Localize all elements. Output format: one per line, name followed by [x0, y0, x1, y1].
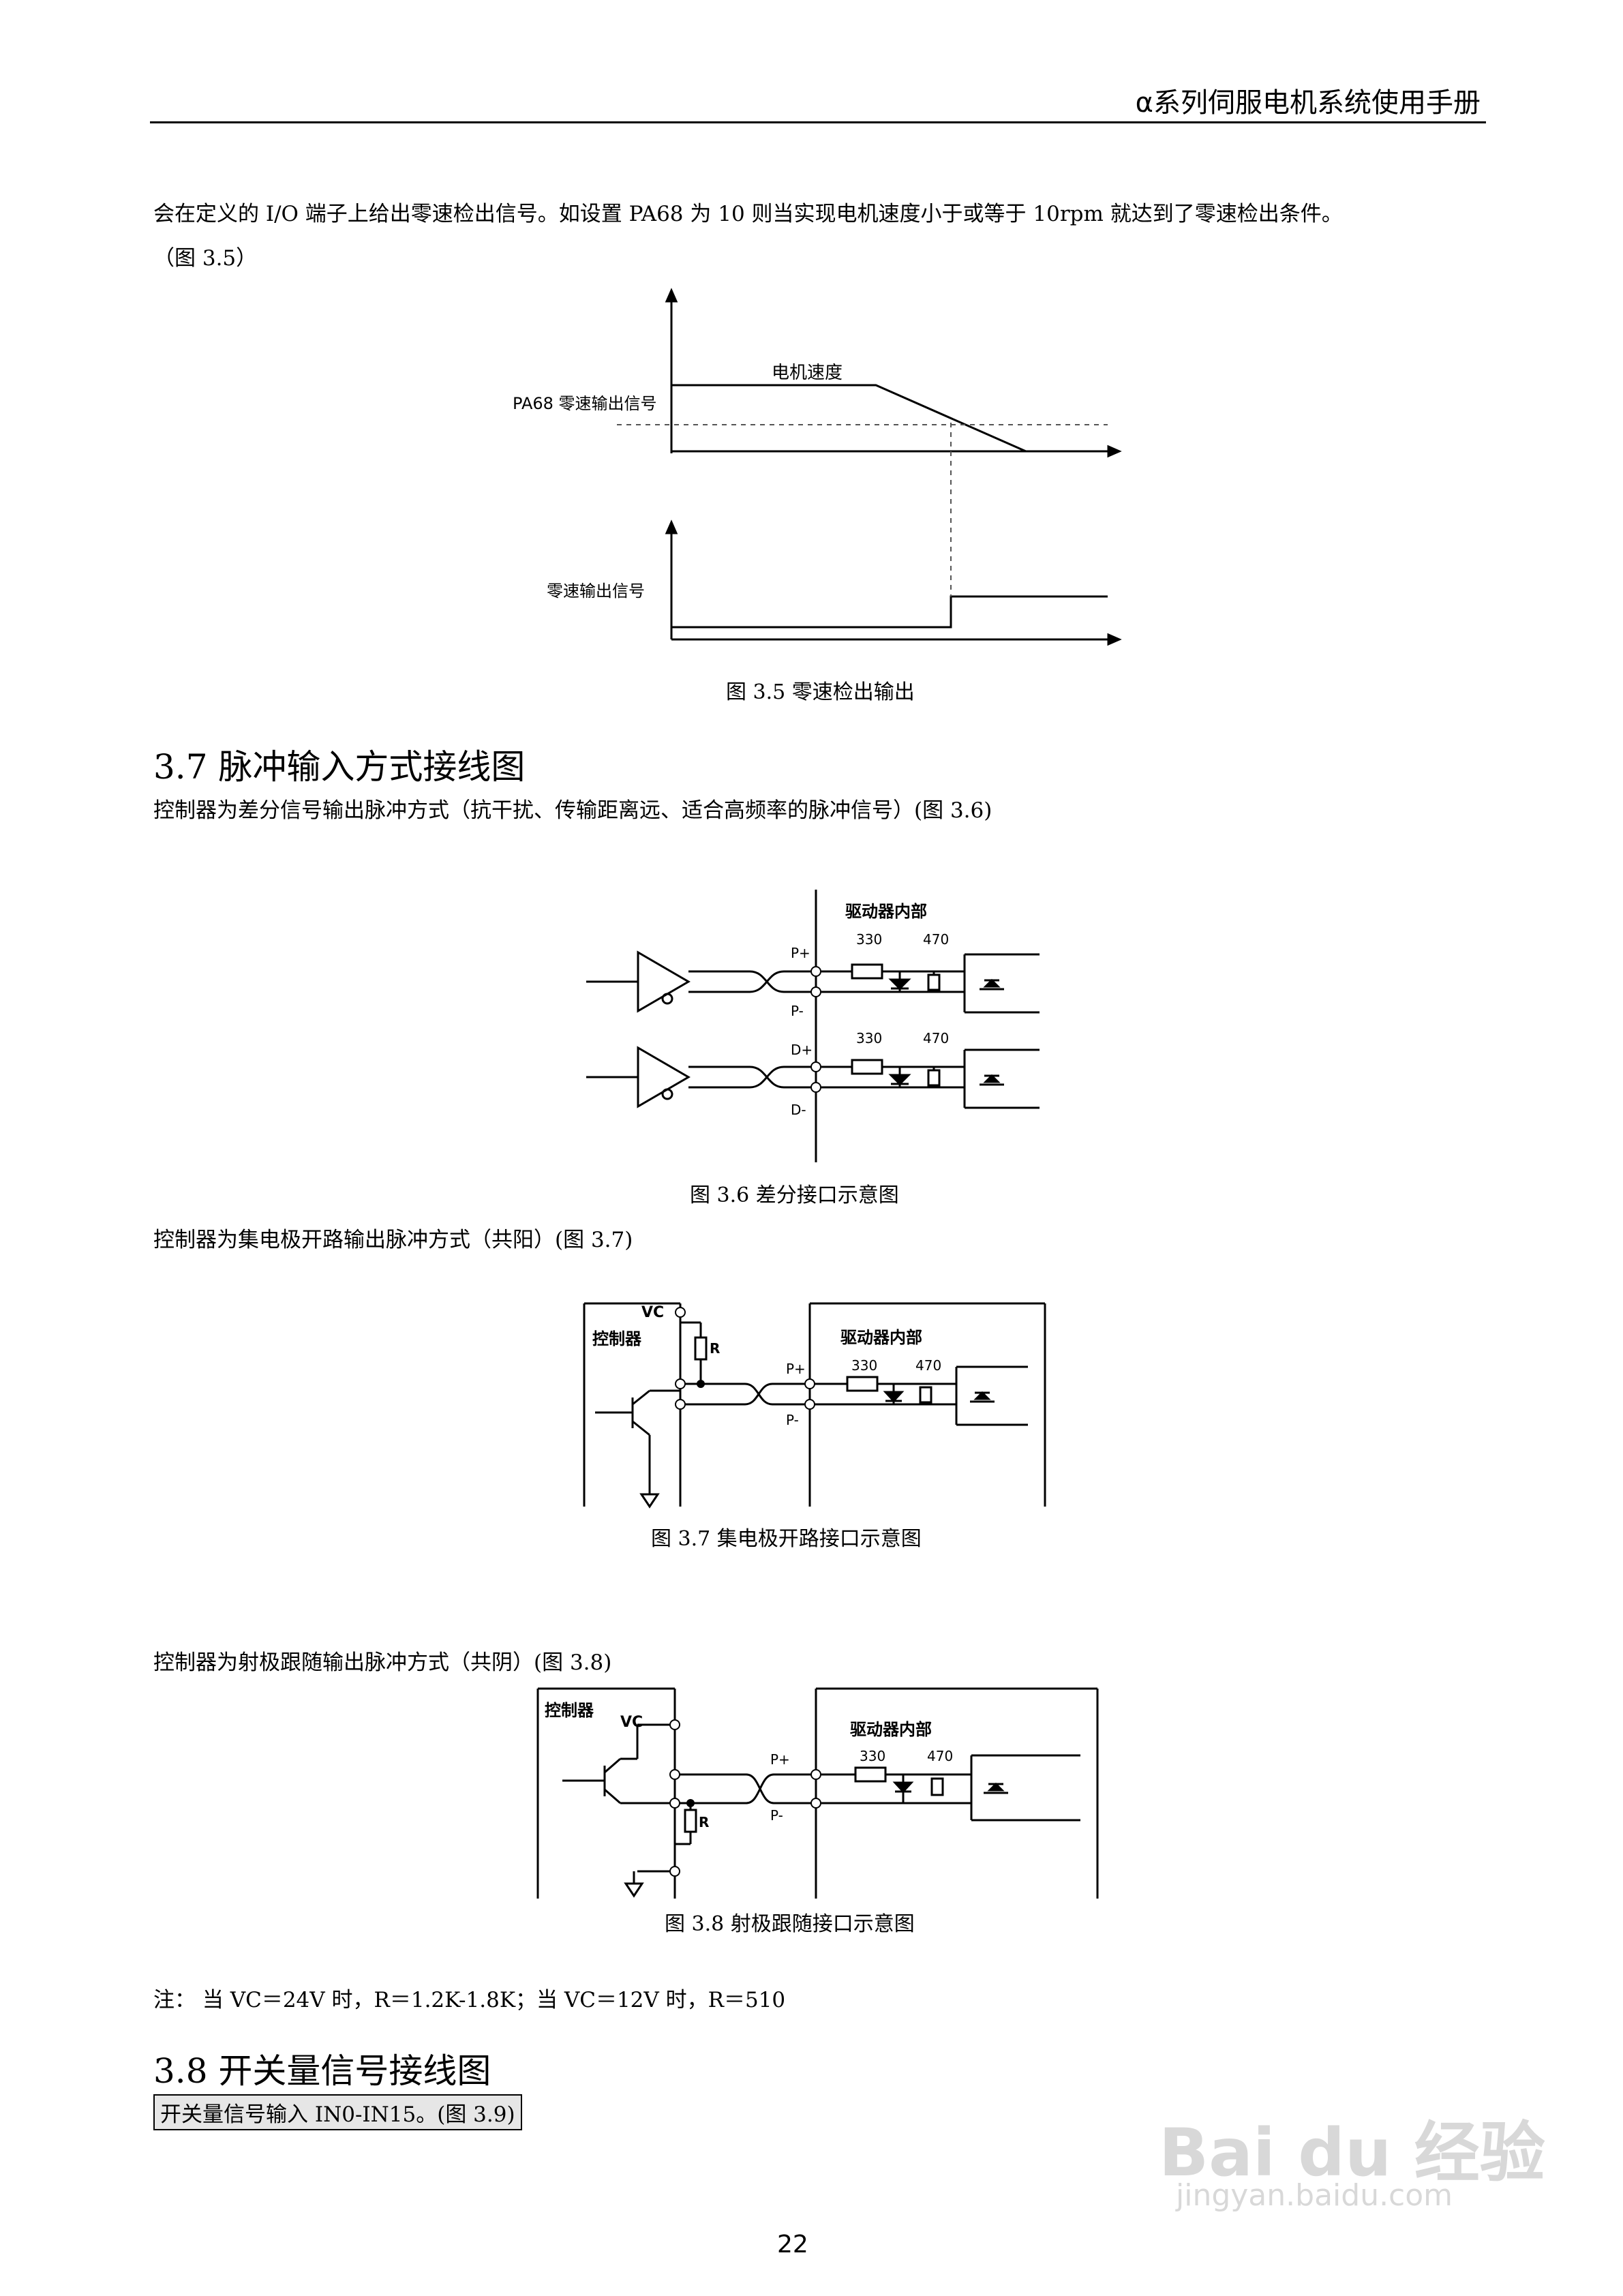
p-minus-label: P- — [786, 1412, 799, 1428]
figure-3-6: 驱动器内部 330 470 P+ P- 330 470 D+ D- — [586, 890, 1050, 1166]
resistor-330-label: 330 — [860, 1748, 885, 1764]
intro-line-1: 会在定义的 I/O 端子上给出零速检出信号。如设置 PA68 为 10 则当实现… — [153, 202, 1343, 226]
resistor-470-label: 470 — [923, 931, 949, 948]
figure-3-5-caption: 图 3.5 零速检出输出 — [726, 680, 915, 704]
resistor-330-label-2: 330 — [856, 1030, 882, 1046]
figure-3-6-caption: 图 3.6 差分接口示意图 — [690, 1183, 899, 1207]
open-collector-interface-diagram: VC 控制器 R 驱动器内部 330 470 P+ P- — [583, 1302, 1046, 1509]
vc-label: VC — [641, 1304, 664, 1321]
p-plus-label: P+ — [791, 945, 810, 961]
r-label: R — [699, 1814, 709, 1830]
zero-signal-label: 零速输出信号 — [547, 581, 645, 601]
figure-3-7: VC 控制器 R 驱动器内部 330 470 P+ P- — [581, 1302, 1052, 1510]
section-3-8-desc: 开关量信号输入 IN0-IN15。(图 3.9) — [153, 2094, 522, 2130]
note-text: 注： 当 VC＝24V 时，R＝1.2K-1.8K；当 VC＝12V 时，R＝5… — [153, 1988, 786, 2012]
driver-internal-label: 驱动器内部 — [850, 1720, 932, 1739]
pa68-signal-label: PA68 零速输出信号 — [513, 394, 657, 413]
resistor-470-label: 470 — [927, 1748, 953, 1764]
section-3-7-desc-1: 控制器为差分信号输出脉冲方式（抗干扰、传输距离远、适合高频率的脉冲信号）(图 3… — [153, 798, 992, 823]
d-minus-label: D- — [791, 1102, 806, 1118]
watermark-url: jingyan.baidu.com — [1176, 2178, 1453, 2213]
controller-label: 控制器 — [592, 1329, 642, 1348]
watermark-logo: Bai du 经验 — [1159, 2115, 1545, 2191]
header-title: α系列伺服电机系统使用手册 — [1135, 87, 1481, 119]
p-plus-label: P+ — [770, 1751, 790, 1768]
motor-speed-label: 电机速度 — [772, 363, 843, 383]
figure-3-7-caption: 图 3.7 集电极开路接口示意图 — [651, 1527, 922, 1551]
controller-label: 控制器 — [545, 1701, 594, 1720]
emitter-follower-interface-diagram: 控制器 VC R 驱动器内部 330 470 P+ P- — [536, 1687, 1099, 1899]
resistor-470-label: 470 — [915, 1357, 941, 1374]
figure-3-8-caption: 图 3.8 射极跟随接口示意图 — [665, 1912, 915, 1936]
p-minus-label: P- — [791, 1003, 804, 1019]
p-minus-label: P- — [770, 1807, 783, 1824]
page-header: α系列伺服电机系统使用手册 — [150, 74, 1486, 123]
section-3-7-desc-2: 控制器为集电极开路输出脉冲方式（共阳）(图 3.7) — [153, 1228, 633, 1252]
resistor-330-label: 330 — [856, 931, 882, 948]
driver-internal-label: 驱动器内部 — [840, 1328, 922, 1347]
resistor-330-label: 330 — [851, 1357, 877, 1374]
vc-label: VC — [620, 1714, 643, 1731]
driver-internal-label: 驱动器内部 — [845, 902, 927, 921]
section-3-7-title: 3.7 脉冲输入方式接线图 — [153, 747, 526, 787]
intro-line-2: （图 3.5） — [153, 246, 258, 271]
resistor-470-label-2: 470 — [923, 1030, 949, 1046]
zero-speed-timing-diagram: 电机速度 PA68 零速输出信号 零速输出信号 — [513, 288, 1122, 646]
section-3-8-title: 3.8 开关量信号接线图 — [153, 2051, 491, 2091]
d-plus-label: D+ — [791, 1042, 813, 1058]
figure-3-8: 控制器 VC R 驱动器内部 330 470 P+ P- — [535, 1687, 1101, 1902]
differential-interface-diagram: 驱动器内部 330 470 P+ P- 330 470 D+ D- — [586, 890, 1040, 1162]
r-label: R — [710, 1340, 720, 1357]
section-3-7-desc-3: 控制器为射极跟随输出脉冲方式（共阴）(图 3.8) — [153, 1650, 612, 1675]
figure-3-5: 电机速度 PA68 零速输出信号 零速输出信号 — [504, 286, 1132, 668]
page-number: 22 — [777, 2231, 808, 2259]
p-plus-label: P+ — [786, 1361, 806, 1377]
